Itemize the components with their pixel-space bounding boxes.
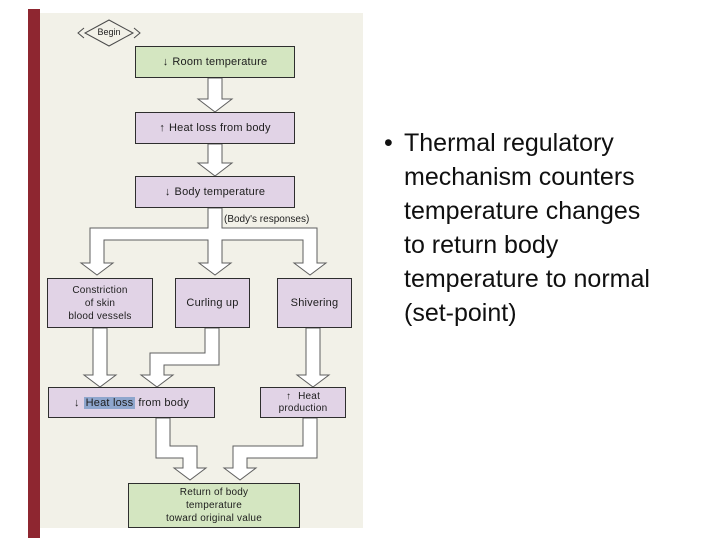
box-body-temperature: ↓ Body temperature — [135, 176, 295, 208]
arrow-room-to-heatloss — [196, 77, 234, 113]
constriction-line: of skin — [84, 297, 116, 309]
bullet-block: • Thermal regulatory mechanism counters … — [384, 126, 690, 330]
bullet-line: to return body — [404, 231, 559, 259]
box-heat-loss-top-label: Heat loss from body — [169, 122, 271, 134]
bullet-line: temperature to normal — [404, 265, 650, 293]
return-line: Return of body — [179, 487, 249, 498]
begin-left-chevron-icon — [77, 27, 85, 39]
arrow-shivering-down — [295, 327, 331, 388]
box-room-temperature-label: Room temperature — [172, 56, 268, 68]
arrow-heatloss-to-return — [155, 417, 208, 481]
arrow-heatloss-to-bodytemp — [196, 143, 234, 177]
box-curling-up-label: Curling up — [186, 297, 239, 309]
down-arrow-icon: ↓ — [73, 396, 80, 409]
box-return-body-temperature: Return of body temperature toward origin… — [128, 483, 300, 528]
bullet-line: mechanism counters — [404, 163, 635, 191]
begin-label: Begin — [97, 27, 121, 37]
up-arrow-icon: ↑ — [159, 122, 166, 134]
highlighted-text: Heat loss — [83, 396, 136, 409]
down-arrow-icon: ↓ — [164, 186, 171, 198]
arrow-curling-down — [139, 327, 220, 388]
flowchart-panel: Begin ↓ Room temperature ↑ Heat loss fro… — [40, 13, 363, 528]
return-line: toward original value — [166, 513, 262, 524]
box-heat-loss-bottom: ↓ Heat loss from body — [48, 387, 215, 418]
box-curling-up: Curling up — [175, 278, 250, 328]
box-constriction: Constriction of skin blood vessels — [47, 278, 153, 328]
heat-production-line1: Heat — [298, 390, 321, 402]
bullet-line: (set-point) — [404, 299, 517, 327]
bullet-line: temperature changes — [404, 197, 641, 225]
arrow-production-to-return — [222, 417, 318, 481]
box-heat-production: ↑ Heat production — [260, 387, 346, 418]
box-heat-loss-bottom-label: from body — [138, 396, 190, 409]
box-shivering-label: Shivering — [290, 297, 339, 309]
down-arrow-icon: ↓ — [162, 56, 169, 68]
left-accent-bar — [28, 9, 40, 538]
bullet-text: Thermal regulatory mechanism counters te… — [404, 126, 650, 330]
constriction-line: blood vessels — [68, 310, 132, 322]
up-arrow-icon: ↑ — [285, 390, 292, 402]
flowchart-connectors — [77, 19, 331, 481]
box-room-temperature: ↓ Room temperature — [135, 46, 295, 78]
begin-diamond-outline — [83, 19, 135, 47]
constriction-line: Constriction — [72, 284, 128, 296]
box-shivering: Shivering — [277, 278, 352, 328]
return-line: temperature — [185, 500, 243, 511]
box-heat-loss-top: ↑ Heat loss from body — [135, 112, 295, 144]
heat-production-line2: production — [278, 402, 328, 414]
arrow-constriction-down — [82, 327, 118, 388]
bullet-marker: • — [384, 129, 393, 157]
begin-right-chevron-icon — [133, 27, 141, 39]
body-responses-label: (Body's responses) — [224, 214, 310, 225]
bullet-line: Thermal regulatory — [404, 129, 614, 157]
arrow-split-responses — [79, 207, 328, 276]
box-body-temperature-label: Body temperature — [174, 186, 266, 198]
